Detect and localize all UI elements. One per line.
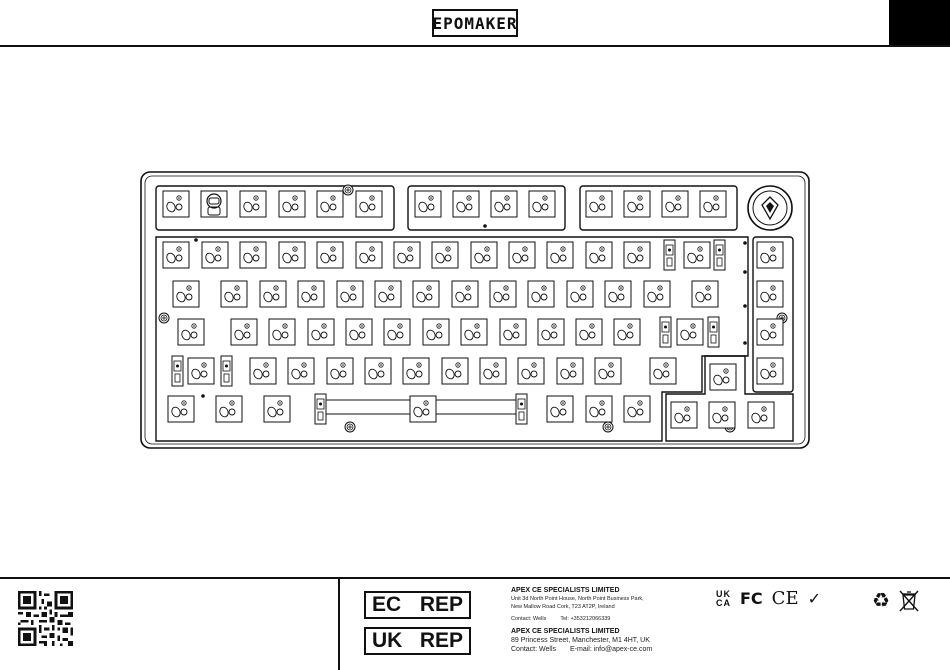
- certification-marks: UK CA FC CE ✓: [716, 588, 821, 609]
- uk-rep-right: REP: [419, 629, 463, 652]
- uk-rep-contact-row: Contact: Wells E-mail: info@apex-ce.com: [511, 645, 666, 654]
- recycle-icon: ♻: [872, 590, 890, 612]
- ec-rep-left: EC: [372, 593, 402, 616]
- ec-rep-badge: EC REP: [364, 591, 471, 619]
- function-row-group-3: [579, 185, 738, 231]
- brand-name: EPOMAKER: [432, 13, 518, 33]
- eu-rep-contact: Contact: Wells: [511, 616, 547, 622]
- eu-rep-tel: Tel: +353212066339: [560, 616, 611, 622]
- footer-vertical-divider: [338, 577, 340, 670]
- nav-cluster: [752, 236, 794, 393]
- ukca-mark: UK CA: [716, 588, 731, 608]
- uk-rep-info: APEX CE SPECIALISTS LIMITED 89 Princess …: [511, 627, 666, 654]
- uk-rep-left: UK: [372, 629, 403, 652]
- header-divider: [0, 45, 950, 47]
- footer-divider: [0, 577, 950, 579]
- function-row-group-2: [407, 185, 566, 231]
- astronaut-keycap: [200, 190, 228, 218]
- arrow-cluster: [665, 355, 794, 442]
- eu-rep-contact-row: Contact: Wells Tel: +353212066339: [511, 615, 644, 623]
- eu-rep-info: APEX CE SPECIALISTS LIMITED Unit 3d Nort…: [511, 586, 644, 623]
- main-key-field: [155, 236, 749, 442]
- uk-rep-contact: Contact: Wells: [511, 646, 556, 653]
- knob-logo-icon: [761, 196, 779, 221]
- ec-rep-right: REP: [419, 593, 463, 616]
- uk-rep-email: E-mail: info@apex-ce.com: [570, 646, 653, 653]
- brand-logo: EPOMAKER: [432, 9, 518, 37]
- check-mark-icon: ✓: [807, 590, 821, 608]
- uk-rep-address: 89 Princess Street, Manchester, M1 4HT, …: [511, 637, 650, 644]
- fcc-mark: FC: [740, 589, 763, 608]
- ukca-top: UK: [716, 588, 731, 599]
- eu-rep-title: APEX CE SPECIALISTS LIMITED: [511, 587, 620, 594]
- ukca-bottom: CA: [716, 597, 731, 608]
- weee-bin-icon: [899, 590, 919, 611]
- ce-mark: CE: [771, 588, 799, 609]
- uk-rep-badge: UK REP: [364, 627, 471, 655]
- eu-rep-address-2: New Mallow Road Cork, T23 AT2P, Ireland: [511, 604, 615, 610]
- function-row-group-1: [155, 185, 395, 231]
- uk-rep-title: APEX CE SPECIALISTS LIMITED: [511, 628, 620, 635]
- environment-marks: ♻: [872, 588, 920, 613]
- eu-rep-address-1: Unit 3d North Point House, North Point B…: [511, 596, 644, 602]
- corner-tab: [889, 0, 950, 45]
- qr-code-icon: [18, 591, 73, 646]
